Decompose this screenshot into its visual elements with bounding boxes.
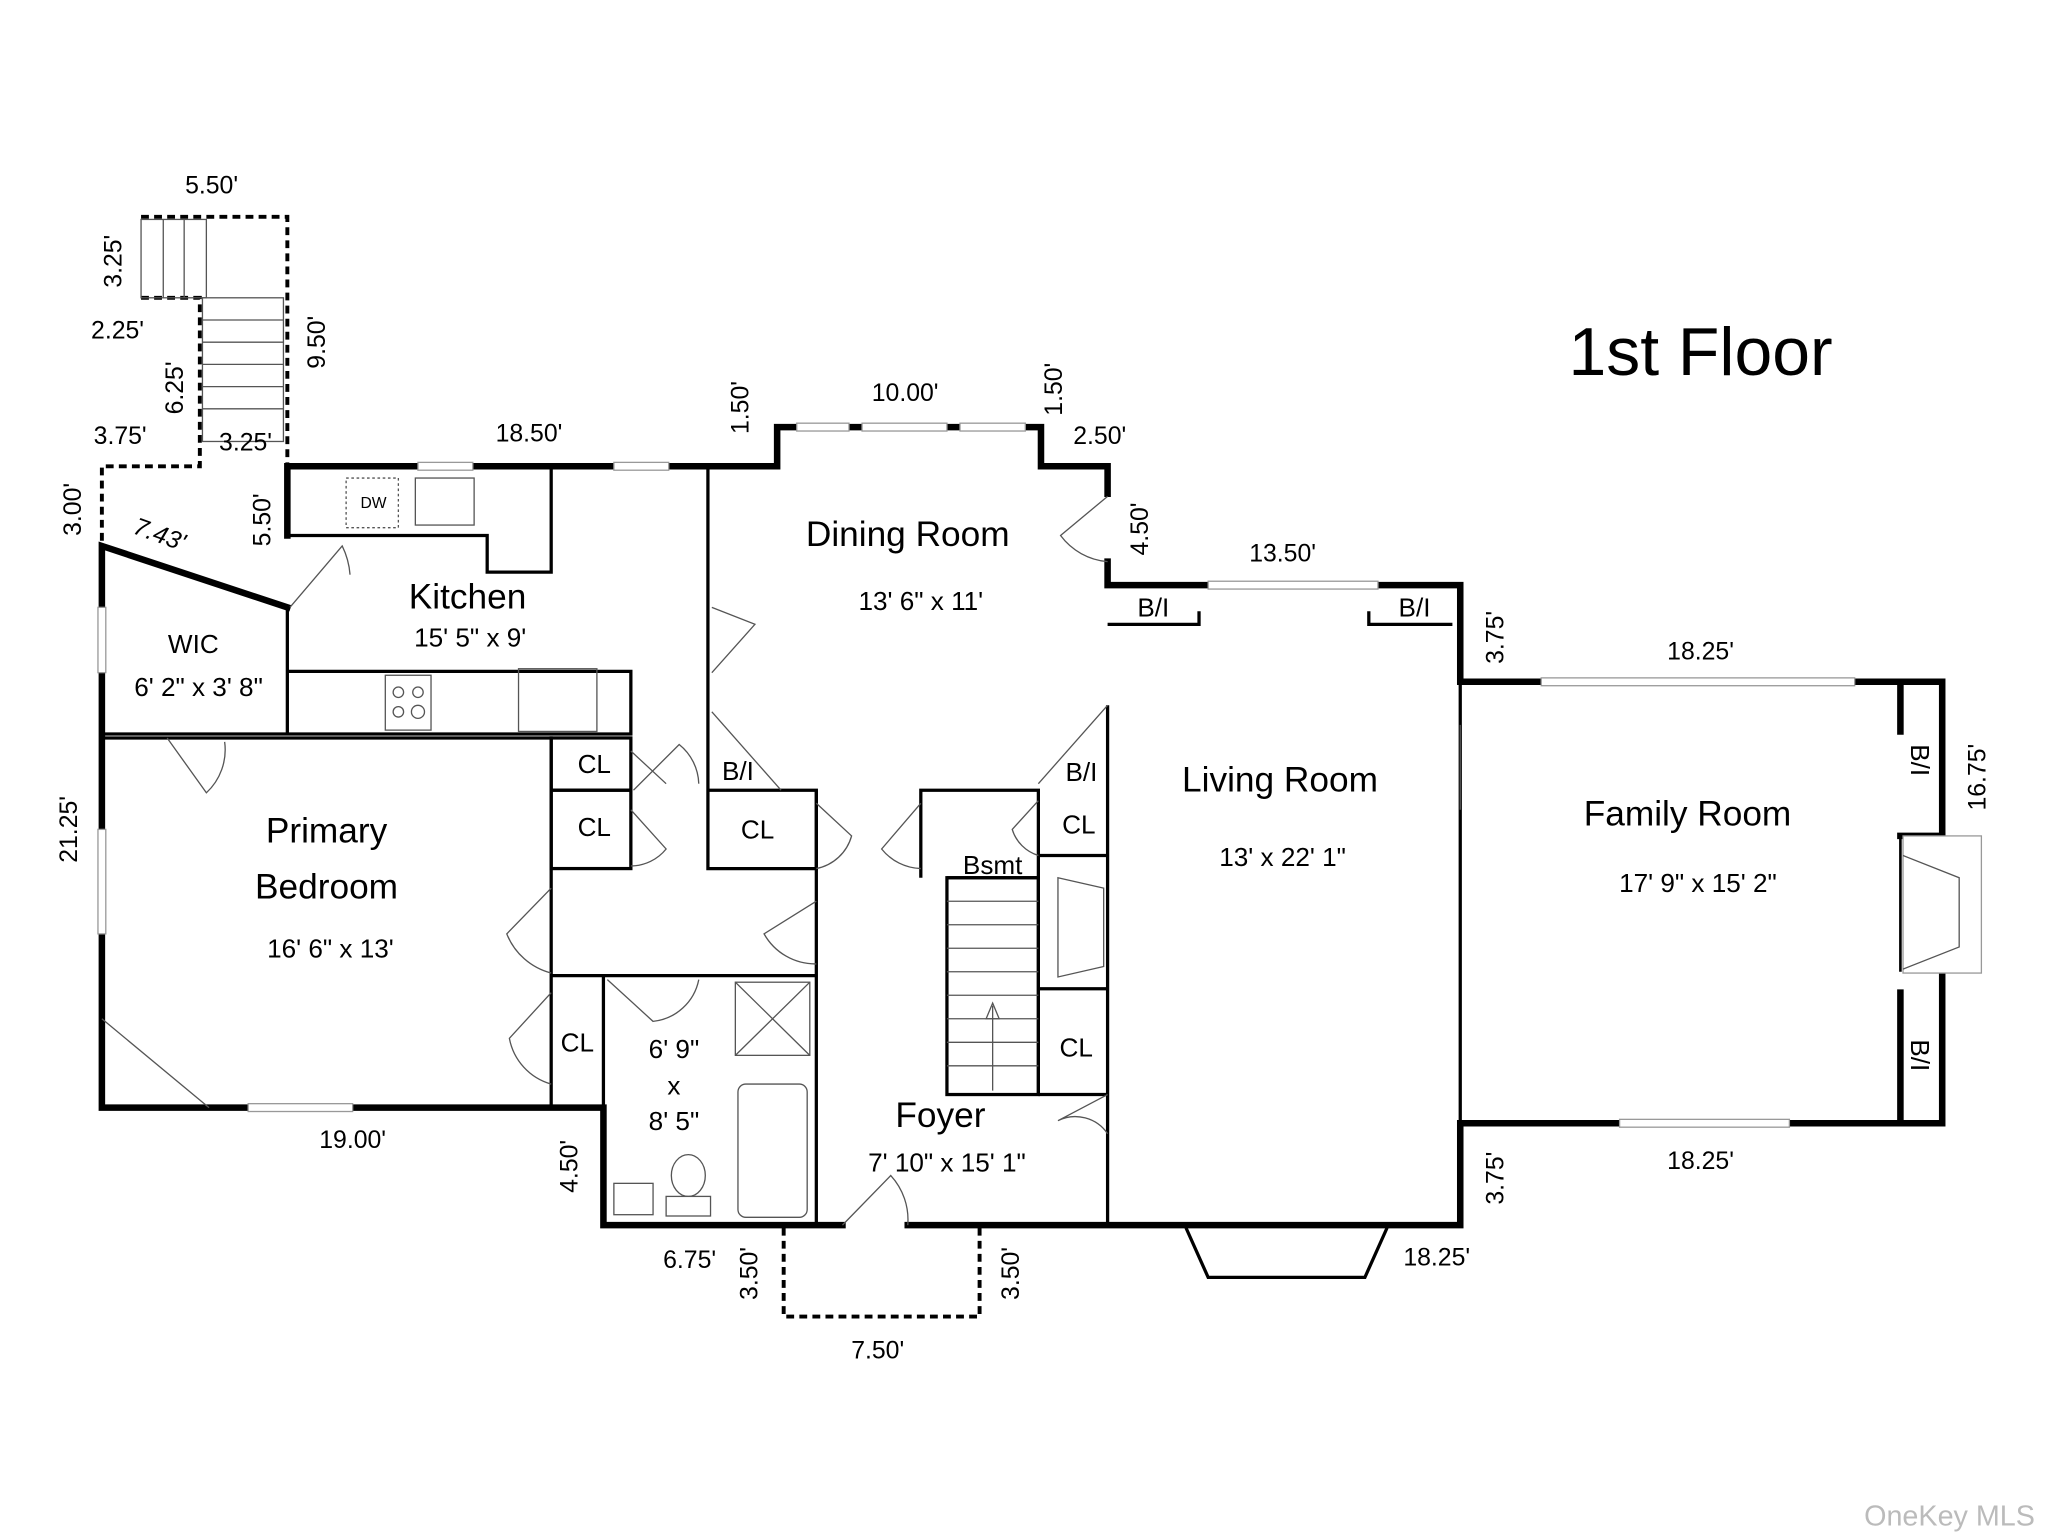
- foyer-name: Foyer: [895, 1096, 985, 1135]
- kitchen-name: Kitchen: [409, 578, 527, 617]
- watermark: OneKey MLS: [1864, 1501, 2035, 1533]
- foyer-size: 7' 10" x 15' 1": [868, 1148, 1026, 1178]
- wic-size: 6' 2" x 3' 8": [134, 672, 263, 702]
- dimension: 10.00': [872, 380, 939, 407]
- toilet-icon: [670, 1153, 706, 1198]
- dimension: 2.25': [91, 317, 144, 344]
- bath-sink-icon: [613, 1182, 654, 1216]
- dimension: 3.75': [94, 423, 147, 450]
- shower-icon: [734, 981, 811, 1056]
- dimension: 18.25': [1667, 1148, 1734, 1175]
- dimension-labels: 5.50' 3.25' 2.25' 9.50' 6.25' 3.75' 3.25…: [56, 172, 1991, 1364]
- deck-outline: [99, 214, 982, 1319]
- floor-title: 1st Floor: [1568, 315, 1832, 390]
- built-in-label: B/I: [1137, 592, 1169, 622]
- living-room-name: Living Room: [1182, 761, 1378, 800]
- family-room-name: Family Room: [1584, 794, 1792, 833]
- room-labels: Dining Room 13' 6" x 11' Kitchen 15' 5" …: [134, 495, 1935, 1178]
- dimension: 21.25': [56, 796, 83, 863]
- kitchen-size: 15' 5" x 9': [414, 623, 526, 653]
- dimension: 5.50': [185, 172, 238, 199]
- dimension: 6.25': [162, 361, 189, 414]
- dimension: 3.00': [60, 483, 87, 536]
- closet-label: CL: [561, 1027, 594, 1057]
- dimension: 3.25': [219, 430, 272, 457]
- dishwasher-label: DW: [361, 495, 387, 512]
- built-in-label: B/I: [1905, 744, 1935, 776]
- dimension: 3.25': [100, 235, 127, 288]
- dishwasher-icon: [345, 477, 400, 529]
- closet-label: CL: [1062, 809, 1095, 839]
- dimension: 16.75': [1964, 744, 1991, 811]
- sink-icon: [414, 477, 475, 526]
- dimension: 19.00': [319, 1127, 386, 1154]
- dimension: 3.75': [1482, 1152, 1509, 1205]
- dimension: 3.50': [737, 1247, 764, 1300]
- dimension: 3.50': [998, 1247, 1025, 1300]
- dimension: 13.50': [1249, 541, 1316, 568]
- family-room-size: 17' 9" x 15' 2": [1619, 868, 1777, 898]
- primary-bedroom-size: 16' 6" x 13': [267, 933, 394, 963]
- closet-label: CL: [741, 815, 774, 845]
- bathtub-icon: [737, 1083, 808, 1218]
- dimension: 1.50': [1041, 363, 1068, 416]
- dining-room-size: 13' 6" x 11': [858, 586, 983, 616]
- dimension: 4.50': [1127, 502, 1154, 555]
- stove-icon: [384, 674, 432, 731]
- dimension: 18.25': [1667, 639, 1734, 666]
- dimension: 7.50': [851, 1337, 904, 1364]
- dimension: 1.50': [727, 381, 754, 434]
- primary-bedroom-name-1: Primary: [266, 811, 388, 850]
- bath-size-3: 8' 5": [649, 1106, 700, 1136]
- basement-label: Bsmt: [963, 850, 1023, 880]
- living-room-size: 13' x 22' 1": [1219, 842, 1346, 872]
- fixtures: [101, 477, 811, 1218]
- built-in-label: B/I: [722, 756, 754, 786]
- built-in-label: B/I: [1905, 1039, 1935, 1071]
- refrigerator-icon: [517, 668, 598, 733]
- dimension: 5.50': [249, 493, 276, 546]
- doors: [166, 495, 1461, 1226]
- closet-label: CL: [1060, 1033, 1093, 1063]
- dimension: 6.75': [663, 1247, 716, 1274]
- closet-label: CL: [578, 812, 611, 842]
- built-in-label: B/I: [1399, 592, 1431, 622]
- dimension: 3.75': [1482, 611, 1509, 664]
- exterior-walls: [98, 423, 1983, 1229]
- closet-label: CL: [578, 749, 611, 779]
- dimension: 18.25': [1403, 1245, 1470, 1272]
- bath-size-2: x: [667, 1071, 680, 1101]
- dining-room-name: Dining Room: [806, 515, 1010, 554]
- primary-bedroom-name-2: Bedroom: [255, 868, 398, 907]
- dimension: 18.50': [496, 420, 563, 447]
- windows: [97, 422, 1856, 1280]
- dimension: 2.50': [1073, 423, 1126, 450]
- wic-name: WIC: [168, 629, 219, 659]
- dimension: 4.50': [556, 1140, 583, 1193]
- dimension: 9.50': [304, 316, 331, 369]
- bath-size-1: 6' 9": [649, 1034, 700, 1064]
- dimension: 7.43': [130, 513, 190, 557]
- built-in-label: B/I: [1066, 757, 1098, 787]
